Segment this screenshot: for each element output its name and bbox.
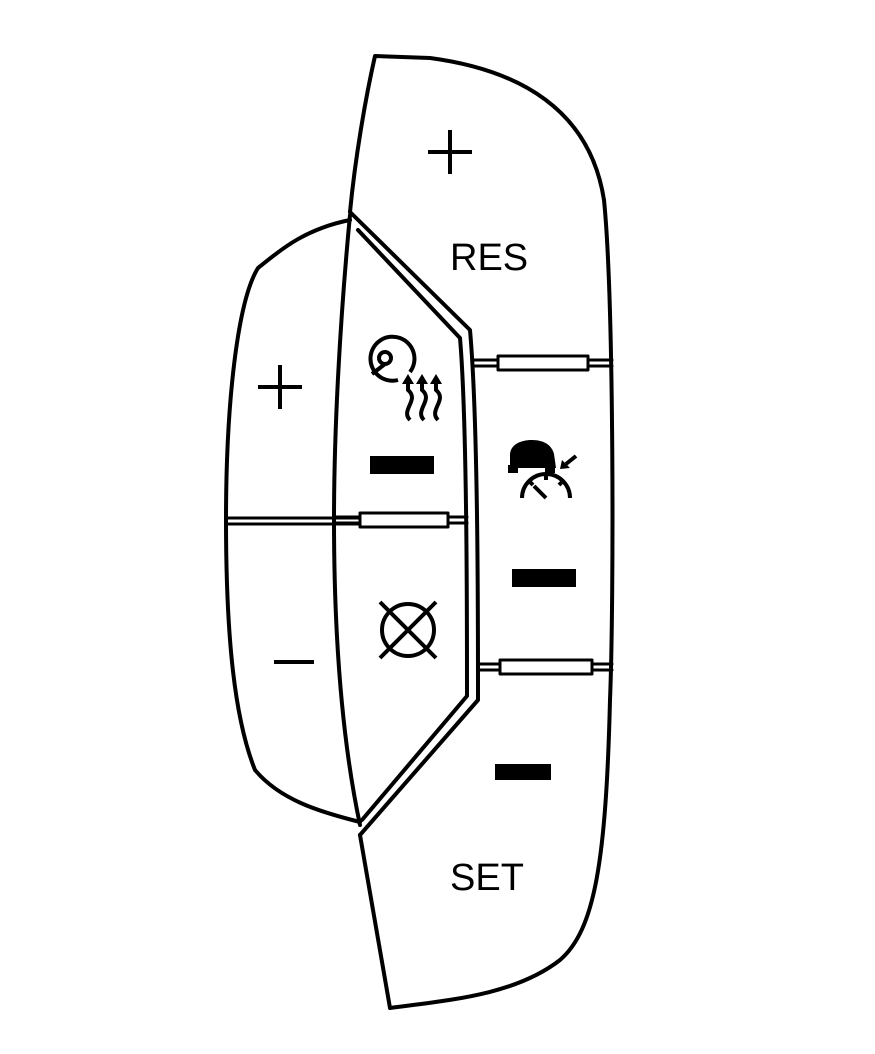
gap-indicator: [512, 569, 576, 587]
adaptive-cruise-gap-button[interactable]: [508, 440, 578, 587]
heated-steering-wheel-icon: [368, 334, 442, 422]
res-label: RES: [450, 237, 528, 279]
left-rocker-switch[interactable]: [224, 218, 362, 824]
right-cruise-switch: RES SET: [348, 54, 615, 1010]
left-rocker-outline: [224, 218, 362, 824]
heated-wheel-indicator: [370, 456, 434, 474]
set-minus-button[interactable]: SET: [450, 764, 551, 899]
set-label: SET: [450, 857, 524, 899]
resume-plus-button[interactable]: RES: [428, 130, 528, 279]
plus-icon: [258, 365, 302, 409]
adaptive-cruise-gap-icon: [508, 440, 578, 500]
center-column-outer: [332, 213, 362, 827]
upper-separator: [472, 354, 614, 372]
minus-indicator: [495, 764, 551, 780]
cancel-x-circle-icon: [378, 600, 438, 660]
lower-separator: [476, 658, 614, 676]
center-separator-bar: [358, 511, 450, 529]
center-button-column: [332, 210, 480, 837]
right-switch-outline: [348, 54, 615, 1010]
heated-wheel-button[interactable]: [368, 334, 442, 474]
plus-icon: [428, 130, 472, 174]
cancel-button[interactable]: [378, 600, 438, 660]
